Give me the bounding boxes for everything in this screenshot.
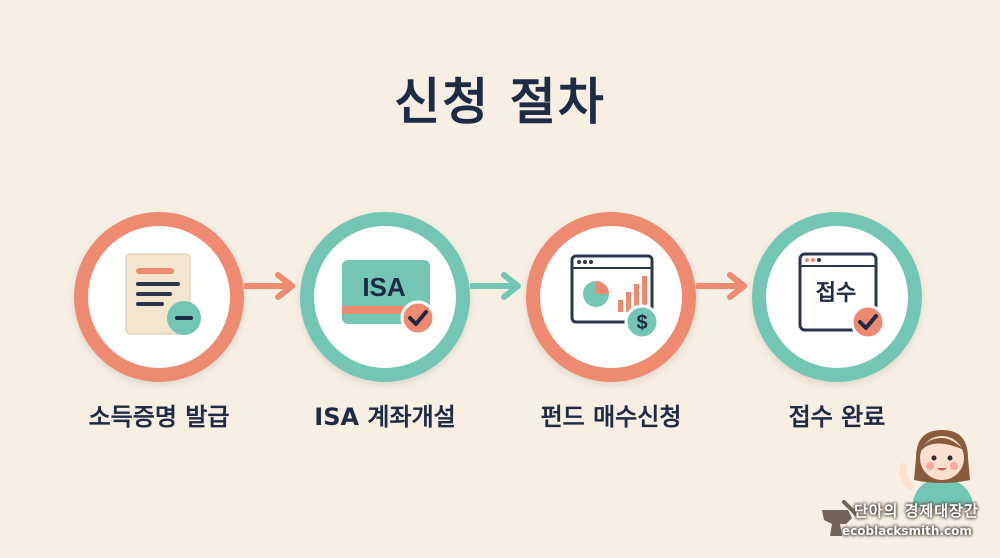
step-3-label: 펀드 매수신청 [540, 403, 682, 431]
document-minus-icon [125, 253, 201, 335]
page-title: 신청 절차 [394, 73, 606, 131]
isa-card-check-icon: ISA [342, 260, 436, 336]
character-illustration [899, 430, 974, 508]
step-2-label: ISA 계좌개설 [314, 403, 456, 431]
arrow-right-icon [244, 272, 295, 300]
anvil-logo-icon [822, 500, 858, 536]
window-check-icon: 접수 [798, 252, 886, 340]
step-2-circle: ISA [300, 212, 470, 382]
arrow-right-icon [470, 272, 521, 300]
svg-text:$: $ [636, 312, 647, 334]
chart-dollar-icon: $ [570, 254, 660, 340]
step-4-label: 접수 완료 [788, 403, 886, 431]
arrow-right-icon [696, 272, 747, 300]
step-1-circle [74, 212, 244, 382]
step-1-label: 소득증명 발급 [88, 403, 230, 431]
isa-card-text: ISA [362, 272, 406, 302]
brand-name: 단아의 경제대장간 [854, 502, 979, 520]
step-3-circle: $ [526, 212, 696, 382]
brand-url: ecoblacksmith.com [842, 524, 972, 538]
window-text: 접수 [816, 281, 856, 306]
step-4-circle: 접수 [752, 212, 922, 382]
